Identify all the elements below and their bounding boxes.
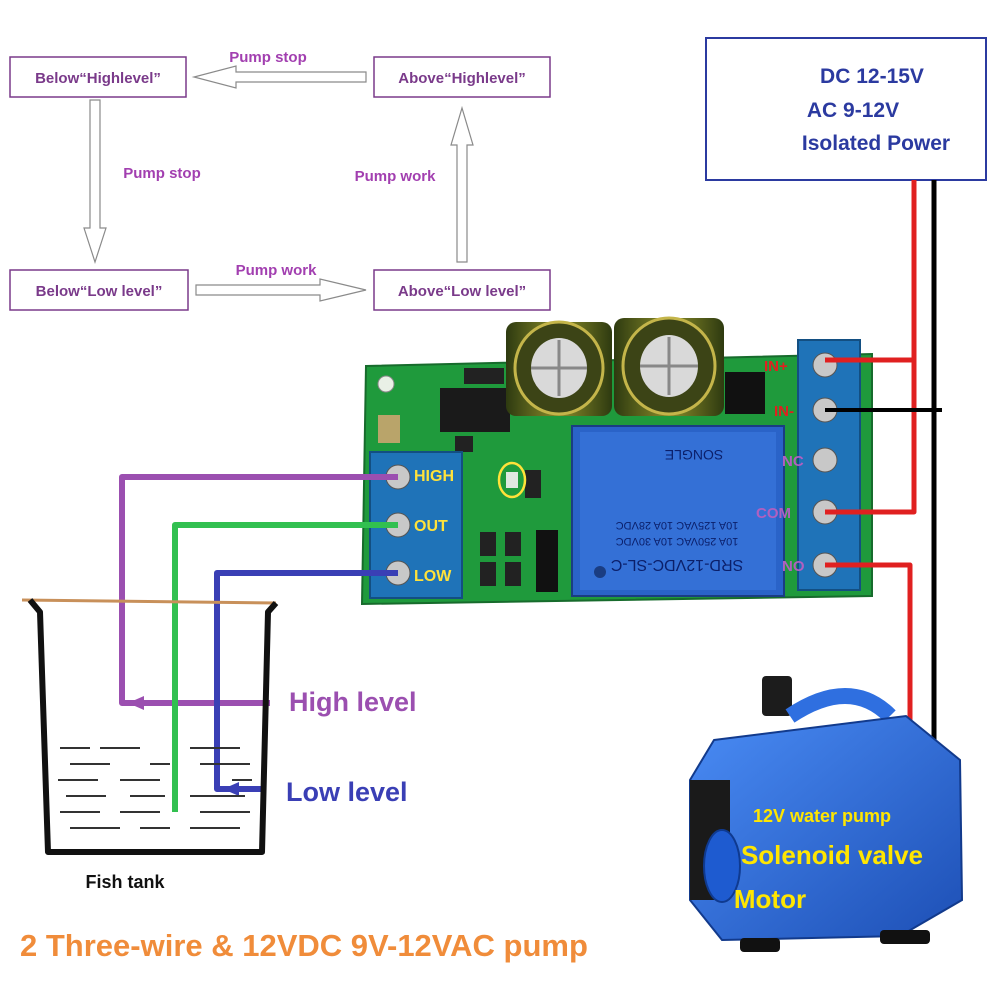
relay-model: SRD-12VDC-SL-C (611, 556, 743, 573)
caption: 2 Three-wire & 12VDC 9V-12VAC pump (20, 928, 588, 963)
terminal-label-out: OUT (414, 518, 448, 535)
terminal-label-in-minus: IN- (774, 403, 794, 420)
water (58, 747, 252, 829)
terminal-label-com: COM (756, 505, 791, 522)
component (480, 562, 496, 586)
capacitor (614, 316, 724, 416)
chip (440, 388, 510, 432)
wire-red-in-plus (825, 180, 917, 363)
relay-rating-1: 10A 250VAC 10A 30VDC (616, 535, 739, 547)
label-high-level: High level (289, 687, 417, 717)
fish-tank (21, 598, 279, 855)
power-box (705, 37, 987, 181)
terminal-label-high: HIGH (414, 468, 454, 485)
power-line-1: DC 12-15V (820, 65, 924, 88)
state-box-above-high (373, 56, 551, 98)
chip-small (464, 368, 504, 384)
component (525, 470, 541, 498)
pump-handle (785, 688, 896, 723)
wires (119, 180, 942, 812)
terminal-block-right (797, 339, 861, 591)
terminal-label-no: NO (782, 558, 805, 575)
transistor (725, 372, 765, 414)
capacitor (506, 320, 612, 416)
wire-low (214, 570, 398, 792)
arrow-pump-work-bottom (195, 278, 367, 302)
relay-board: SRD-12VDC-SL-C 10A 250VAC 10A 30VDC 10A … (360, 316, 873, 606)
power-line-3: Isolated Power (802, 132, 950, 155)
wire-out (172, 522, 398, 812)
arrowhead-low (223, 782, 239, 796)
wire-high (119, 474, 398, 706)
pump-label-1: 12V water pump (753, 806, 891, 826)
pump-label-2: Solenoid valve (741, 840, 923, 870)
state-flow: Below“Highlevel” Above“Highlevel” Below“… (9, 49, 551, 311)
component (505, 562, 521, 586)
state-label-below-low: Below“Low level” (36, 283, 163, 300)
terminal-label-in-plus: IN+ (764, 358, 788, 375)
arrow-label-top: Pump stop (229, 49, 307, 66)
arrowhead-high (128, 696, 144, 710)
relay-dot (594, 566, 606, 578)
terminal-label-low: LOW (414, 568, 452, 585)
tank-wall (27, 598, 279, 855)
screw-terminal (812, 352, 838, 378)
arrow-label-bottom: Pump work (236, 262, 318, 279)
component (505, 532, 521, 556)
label-fish-tank: Fish tank (85, 872, 165, 892)
arrow-pump-work-right (450, 105, 474, 263)
arrow-label-left: Pump stop (123, 165, 201, 182)
state-label-above-high: Above“Highlevel” (398, 70, 526, 87)
screw-terminal (812, 447, 838, 473)
power-supply: DC 12-15V AC 9-12V Isolated Power (705, 37, 987, 181)
pump-foot (740, 938, 780, 952)
pump-label-3: Motor (734, 884, 806, 914)
state-label-below-high: Below“Highlevel” (35, 70, 161, 87)
pump-foot (880, 930, 930, 944)
arrow-pump-stop-top (191, 65, 367, 89)
wire-red-pump (825, 562, 913, 740)
mounting-hole (377, 375, 395, 393)
tank-rim (21, 598, 277, 605)
relay-brand: SONGLE (665, 447, 723, 463)
jumper (536, 530, 558, 592)
state-box-above-low (373, 269, 551, 311)
component (480, 532, 496, 556)
pump-body (689, 714, 964, 942)
water-pump (689, 676, 964, 952)
arrow-label-right: Pump work (355, 168, 437, 185)
relay: SRD-12VDC-SL-C 10A 250VAC 10A 30VDC 10A … (571, 425, 785, 597)
resistor (378, 415, 400, 443)
led-indicator (497, 461, 527, 499)
component (455, 436, 473, 452)
pump-intake (703, 829, 741, 903)
state-label-above-low: Above“Low level” (398, 283, 526, 300)
state-box-below-high (9, 56, 187, 98)
led (506, 472, 518, 488)
pump-outlet (762, 676, 792, 716)
state-box-below-low (9, 269, 189, 311)
relay-rating-2: 10A 125VAC 10A 28VDC (616, 519, 739, 531)
label-low-level: Low level (286, 777, 408, 807)
power-line-2: AC 9-12V (807, 99, 899, 122)
terminal-label-nc: NC (782, 453, 804, 470)
arrow-pump-stop-left (83, 99, 107, 264)
